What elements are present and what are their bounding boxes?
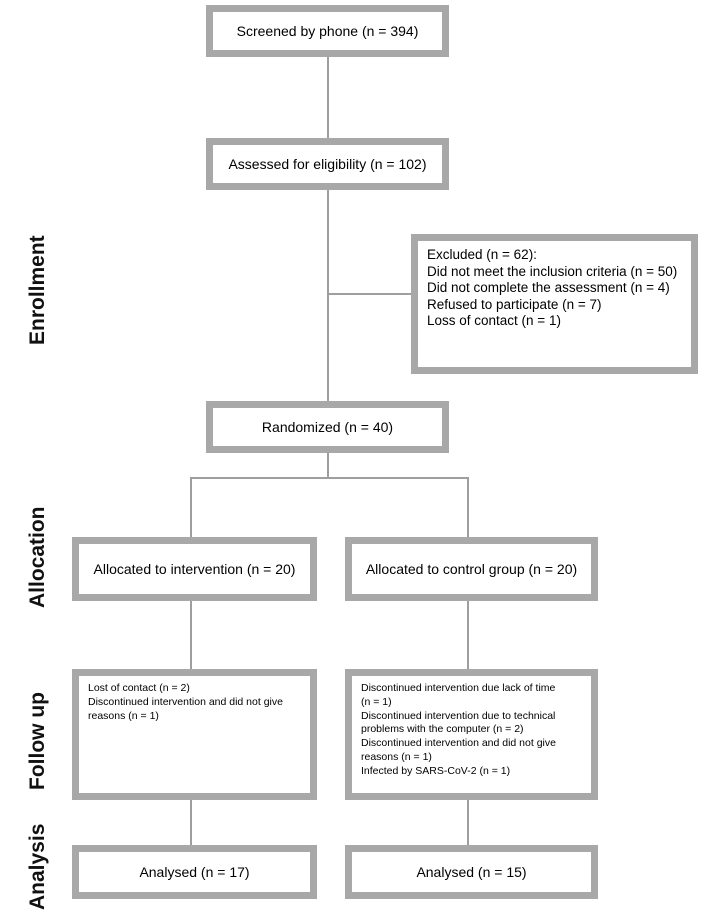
box-followup-control-line-7: Infected by SARS-CoV-2 (n = 1) [361, 764, 511, 777]
connector-intervention-to-followup [190, 601, 192, 669]
box-analysed-control: Analysed (n = 15) [345, 845, 598, 899]
box-analysed-intervention: Analysed (n = 17) [72, 845, 317, 899]
box-followup-control-line-3: Discontinued intervention due to technic… [361, 709, 556, 722]
stage-label-followup: Follow up [26, 692, 49, 790]
box-allocated-intervention: Allocated to intervention (n = 20) [72, 537, 317, 601]
box-followup-control-line-5: Discontinued intervention and did not gi… [361, 737, 556, 749]
box-followup-intervention-line-2: Discontinued intervention and did not gi… [88, 695, 283, 708]
connector-assessed-to-randomized [327, 190, 329, 401]
box-screened-by-phone: Screened by phone (n = 394) [206, 5, 449, 57]
connector-split-to-intervention [190, 477, 192, 538]
connector-followup-to-analysis-intervention [190, 800, 192, 845]
connector-followup-to-analysis-control [467, 800, 469, 845]
box-excluded: Excluded (n = 62): Did not meet the incl… [411, 234, 698, 374]
box-randomized-label: Randomized (n = 40) [261, 419, 394, 435]
box-analysed-intervention-label: Analysed (n = 17) [139, 864, 250, 880]
box-randomized: Randomized (n = 40) [206, 401, 449, 453]
box-excluded-lines: Excluded (n = 62): Did not meet the incl… [427, 248, 677, 331]
connector-control-to-followup [467, 601, 469, 669]
connector-screened-to-assessed [327, 56, 329, 139]
connector-assessed-to-excluded [327, 293, 412, 295]
box-excluded-line-3: Did not complete the assessment (n = 4) [427, 280, 670, 295]
box-followup-control-line-1: Discontinued intervention due lack of ti… [361, 682, 556, 694]
box-followup-intervention-line-3: reasons (n = 1) [88, 709, 159, 722]
box-screened-by-phone-label: Screened by phone (n = 394) [236, 23, 419, 39]
box-followup-intervention-lines: Lost of contact (n = 2) Discontinued int… [88, 682, 283, 724]
box-excluded-line-1: Excluded (n = 62): [427, 247, 537, 262]
connector-allocation-split-bar [190, 477, 469, 479]
stage-label-analysis: Analysis [26, 823, 49, 910]
box-followup-control-line-4: problems with the computer (n = 2) [361, 723, 524, 736]
box-allocated-control: Allocated to control group (n = 20) [345, 537, 598, 601]
box-excluded-line-4: Refused to participate (n = 7) [427, 296, 602, 312]
connector-split-to-control [467, 477, 469, 538]
box-assessed-for-eligibility-label: Assessed for eligibility (n = 102) [228, 156, 427, 172]
box-followup-control-lines: Discontinued intervention due lack of ti… [361, 682, 556, 779]
stage-label-allocation: Allocation [26, 506, 49, 608]
box-followup-control: Discontinued intervention due lack of ti… [345, 669, 598, 800]
box-analysed-control-label: Analysed (n = 15) [416, 864, 527, 880]
box-followup-control-line-2: (n = 1) [361, 695, 392, 708]
box-followup-intervention: Lost of contact (n = 2) Discontinued int… [72, 669, 317, 800]
box-allocated-control-label: Allocated to control group (n = 20) [365, 561, 578, 577]
connector-randomized-to-split [327, 452, 329, 478]
box-allocated-intervention-label: Allocated to intervention (n = 20) [93, 561, 296, 577]
box-followup-intervention-line-1: Lost of contact (n = 2) [88, 682, 190, 694]
stage-label-enrollment: Enrollment [26, 235, 49, 345]
box-assessed-for-eligibility: Assessed for eligibility (n = 102) [206, 138, 449, 190]
box-followup-control-line-6: reasons (n = 1) [361, 750, 432, 763]
box-excluded-line-2: Did not meet the inclusion criteria (n =… [427, 263, 678, 279]
box-excluded-line-5: Loss of contact (n = 1) [427, 313, 561, 328]
